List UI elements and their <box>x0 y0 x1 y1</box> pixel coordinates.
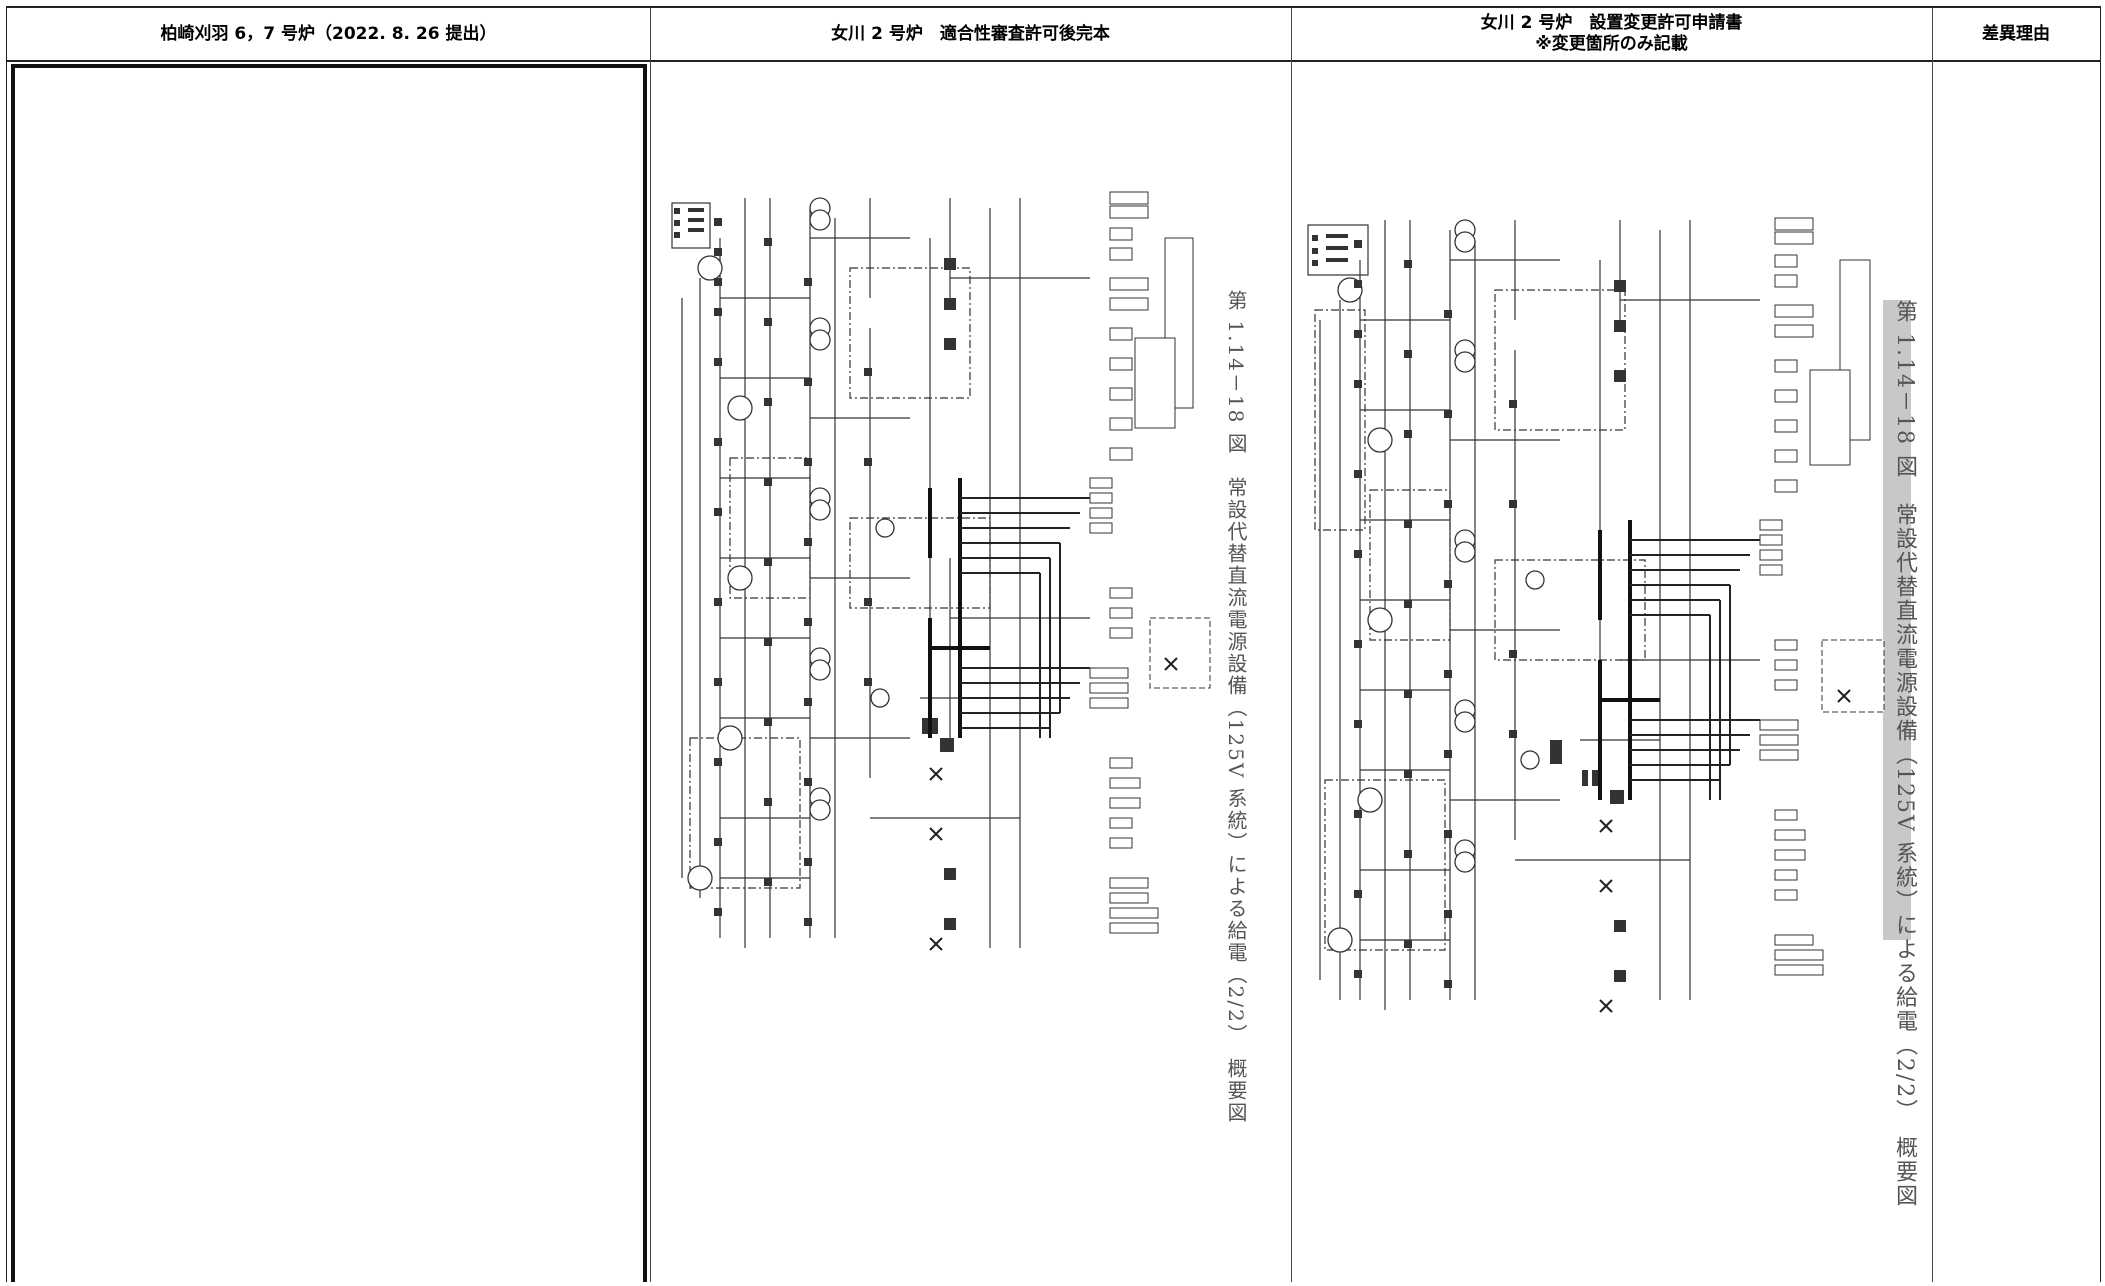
column-header-onagawa-approved: 女川 2 号炉 適合性審査許可後完本 <box>650 8 1291 62</box>
single-line-diagram-approved <box>660 178 1260 978</box>
column-title-line1: 女川 2 号炉 設置変更許可申請書 <box>1480 13 1743 33</box>
column-header-difference-reason: 差異理由 <box>1932 8 2100 62</box>
column-header-onagawa-application: 女川 2 号炉 設置変更許可申請書 ※変更箇所のみ記載 <box>1291 8 1932 62</box>
column-title-line2: ※変更箇所のみ記載 <box>1535 34 1688 54</box>
caption-text: 第 1.14－18 図 常設代替直流電源設備（125V 系統）による給電（2/2… <box>1224 290 1248 1036</box>
column-divider <box>650 8 651 1282</box>
kk67-empty-box <box>11 64 647 1282</box>
column-title: 女川 2 号炉 適合性審査許可後完本 <box>831 23 1110 44</box>
column-title: 柏崎刈羽 6，7 号炉（2022. 8. 26 提出） <box>160 23 497 44</box>
caption-suffix: 概要図 <box>1892 1136 1917 1209</box>
caption-highlight-bar <box>1883 300 1911 940</box>
column-divider <box>1932 8 1933 1282</box>
figure2-caption: 第 1.14－18 図 常設代替直流電源設備（125V 系統）による給電（2/2… <box>1888 300 1920 1208</box>
caption-text: 第 1.14－18 図 常設代替直流電源設備（125V 系統）による給電（2/2… <box>1892 300 1917 1113</box>
column-header-kk67: 柏崎刈羽 6，7 号炉（2022. 8. 26 提出） <box>7 8 650 62</box>
caption-suffix: 概要図 <box>1224 1057 1248 1124</box>
column-title: 差異理由 <box>1982 23 2050 44</box>
figure1-caption: 第 1.14－18 図 常設代替直流電源設備（125V 系統）による給電（2/2… <box>1222 290 1251 1124</box>
comparison-table: 柏崎刈羽 6，7 号炉（2022. 8. 26 提出） 女川 2 号炉 適合性審… <box>6 6 2101 1282</box>
single-line-diagram-application <box>1300 200 1910 1030</box>
column-divider <box>1291 8 1292 1282</box>
